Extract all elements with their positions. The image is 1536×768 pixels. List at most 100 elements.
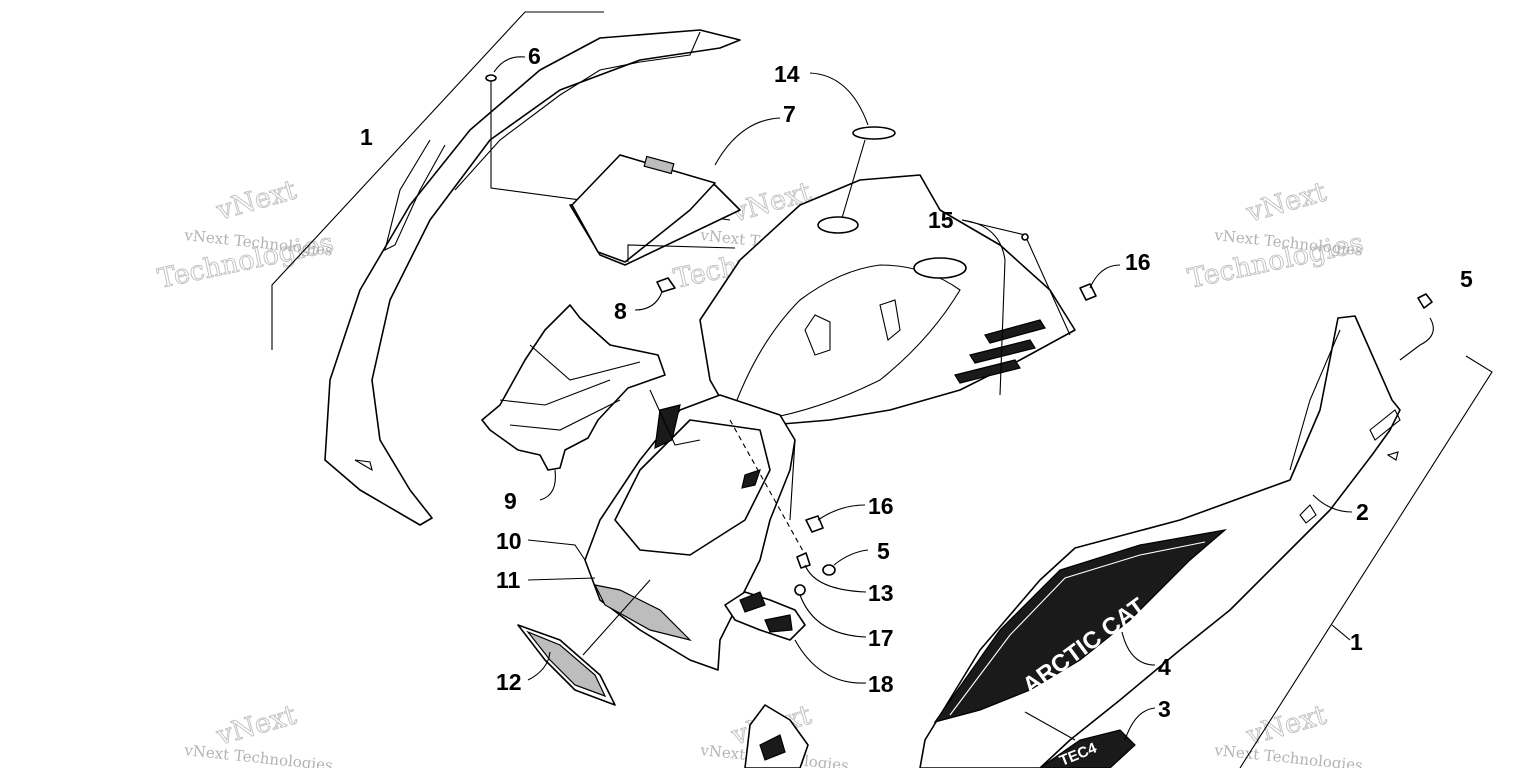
callout-6: 6 bbox=[528, 43, 541, 69]
side-panel-latch bbox=[1369, 409, 1401, 441]
nose-grille bbox=[593, 584, 692, 642]
part-5-rivet-mid bbox=[822, 564, 836, 576]
watermark-top-word: vNext bbox=[1242, 177, 1329, 229]
callouts: 1 6 7 14 15 16 5 8 9 2 16 10 5 11 13 1 1… bbox=[360, 43, 1473, 722]
bracket-body bbox=[724, 591, 806, 641]
hood-vent-left bbox=[817, 216, 859, 234]
callout-5-mid: 5 bbox=[877, 538, 890, 564]
callout-1-left: 1 bbox=[360, 124, 373, 150]
leader-3 bbox=[1124, 707, 1156, 741]
leader-7 bbox=[714, 117, 781, 166]
callout-1-right: 1 bbox=[1350, 629, 1363, 655]
side-panel-clip bbox=[1299, 504, 1317, 524]
leader-11 bbox=[527, 577, 596, 581]
hood-bracket-left bbox=[804, 314, 831, 356]
leader-16-mid bbox=[817, 504, 866, 521]
right-side-panel: ARCTIC CAT TEC4 bbox=[919, 293, 1493, 768]
parts-13-16-5-cluster bbox=[796, 504, 869, 593]
watermark-top-word: vNext bbox=[212, 700, 299, 752]
watermark-brand: vNext Technologies bbox=[183, 741, 334, 768]
hood-louver-2 bbox=[969, 339, 1036, 364]
leader-nose-right bbox=[789, 439, 796, 521]
callout-9: 9 bbox=[504, 488, 517, 514]
callout-11: 11 bbox=[496, 567, 521, 593]
watermark-top-word: vNext bbox=[212, 175, 299, 227]
part-1-left-side-panel bbox=[271, 11, 741, 526]
leader-6 bbox=[493, 56, 526, 73]
hood-louver-3 bbox=[954, 359, 1021, 384]
leader-8 bbox=[634, 291, 663, 311]
screw-head bbox=[485, 74, 497, 82]
callout-8: 8 bbox=[614, 298, 627, 324]
part-8-clip bbox=[634, 277, 676, 311]
part-7-panel bbox=[569, 117, 781, 266]
side-panel-inner-line bbox=[454, 31, 701, 191]
side-panel-tab bbox=[354, 459, 373, 472]
nut-shape bbox=[1079, 283, 1097, 301]
part-16-nut-top bbox=[1079, 264, 1121, 301]
partial-dark bbox=[759, 734, 786, 761]
part-17-screw bbox=[794, 584, 806, 596]
part-15-pins bbox=[961, 219, 1071, 396]
leader-14-attach bbox=[841, 139, 866, 219]
leader-12 bbox=[527, 651, 551, 681]
callout-14: 14 bbox=[774, 61, 800, 87]
callout-13: 13 bbox=[868, 580, 894, 606]
hood-bracket-right bbox=[879, 299, 901, 341]
leader-9 bbox=[539, 469, 556, 501]
leader-1-right bbox=[1331, 624, 1351, 641]
callout-15: 15 bbox=[928, 207, 954, 233]
lower-nose bbox=[527, 389, 809, 671]
watermark-brand: vNext Technologies bbox=[1213, 741, 1364, 768]
part-13-bushing bbox=[796, 552, 811, 569]
bracket-line-1-left bbox=[271, 11, 604, 350]
bracket-line-1-right bbox=[1239, 355, 1493, 768]
side-panel-shape bbox=[324, 29, 741, 526]
watermark-group-left: vNext vNext Technologies Technologies bbox=[155, 174, 337, 295]
panel-sticker bbox=[643, 155, 675, 175]
nose-slot-2 bbox=[741, 469, 761, 489]
leader-16-top bbox=[1089, 264, 1121, 289]
callout-2: 2 bbox=[1356, 499, 1369, 525]
watermark-group-right: vNext vNext Technologies Technologies bbox=[1185, 176, 1367, 295]
callout-7: 7 bbox=[783, 101, 796, 127]
duct-shape bbox=[481, 304, 666, 471]
watermark-group-bottom-left: vNext vNext Technologies bbox=[183, 699, 334, 768]
bottom-partial-part bbox=[744, 704, 809, 768]
leader-3-b bbox=[1024, 711, 1076, 741]
side-panel-rib bbox=[384, 139, 446, 252]
leader-17 bbox=[799, 594, 867, 638]
leader-4 bbox=[1121, 631, 1156, 666]
side-panel-fastener bbox=[1386, 451, 1399, 461]
callout-10: 10 bbox=[496, 528, 522, 554]
part-9-duct bbox=[481, 304, 666, 501]
grille-mesh bbox=[526, 630, 607, 698]
callout-16-mid: 16 bbox=[868, 493, 894, 519]
callout-12: 12 bbox=[496, 669, 522, 695]
hood-vent-right bbox=[913, 257, 967, 279]
leader-nose-down bbox=[582, 579, 651, 656]
callout-16-top: 16 bbox=[1125, 249, 1151, 275]
callout-18: 18 bbox=[868, 671, 894, 697]
callout-4: 4 bbox=[1158, 654, 1171, 680]
pin-head bbox=[1021, 233, 1029, 241]
cap-shape bbox=[852, 126, 896, 140]
part-4-decal bbox=[933, 529, 1228, 724]
part-5-rivet-top bbox=[1417, 293, 1433, 309]
duct-ribs bbox=[499, 344, 641, 431]
part-17-18-bracket bbox=[724, 584, 867, 684]
callout-3: 3 bbox=[1158, 696, 1171, 722]
decal-inner-stripe bbox=[949, 541, 1206, 716]
nose-opening bbox=[614, 419, 771, 556]
leader-2 bbox=[1312, 494, 1353, 513]
part-14-cap bbox=[809, 72, 896, 219]
bracket-tab-2 bbox=[764, 614, 793, 633]
leader-13 bbox=[804, 564, 867, 593]
leader-5-mid bbox=[833, 549, 869, 566]
hood-louver-1 bbox=[984, 319, 1046, 344]
bracket-tab-1 bbox=[739, 591, 766, 613]
part-3-decal bbox=[1038, 729, 1136, 768]
clip-shape bbox=[656, 277, 676, 293]
leader-5-top bbox=[1399, 317, 1434, 361]
